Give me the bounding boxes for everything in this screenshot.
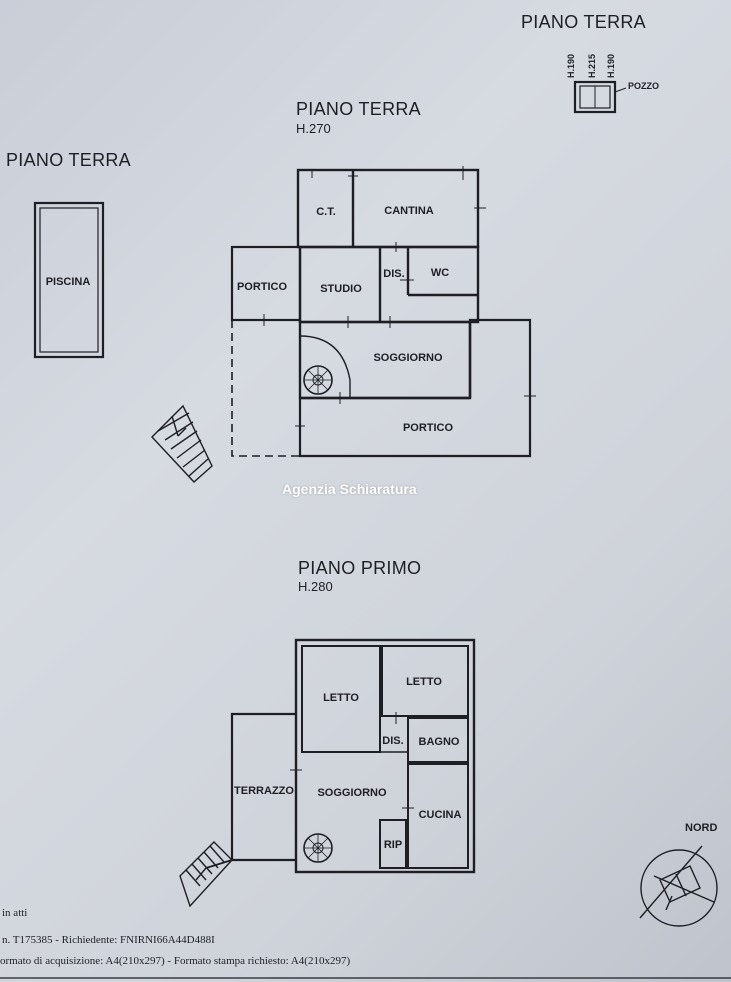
north-arrow-drawing: [639, 845, 718, 927]
room-wc: WC: [430, 267, 450, 279]
room-dis-ground: DIS.: [383, 268, 405, 280]
title-piano-terra-pool: PIANO TERRA: [6, 150, 131, 170]
ground-floor-plan: [230, 166, 536, 458]
well-height-3: H.190: [606, 53, 616, 78]
room-cucina: CUCINA: [418, 809, 462, 821]
pool-label: PISCINA: [45, 276, 91, 288]
room-portico-left: PORTICO: [236, 281, 288, 293]
agency-watermark: Agenzia Schiaratura: [282, 481, 417, 497]
well-drawing: [573, 80, 627, 114]
room-studio: STUDIO: [320, 283, 362, 295]
footer-line-1: in atti: [2, 907, 28, 919]
title-piano-terra-main: PIANO TERRA: [296, 99, 421, 119]
room-ct: C.T.: [316, 206, 336, 218]
height-piano-terra: H.270: [296, 121, 331, 136]
well-height-1: H.190: [566, 53, 576, 78]
height-piano-primo: H.280: [298, 579, 333, 594]
outdoor-stair-ground: [151, 404, 213, 483]
room-terrazzo: TERRAZZO: [234, 785, 294, 797]
well-height-2: H.215: [587, 53, 597, 78]
room-letto-right: LETTO: [406, 676, 442, 688]
room-rip: RIP: [383, 839, 403, 851]
room-soggiorno-ground: SOGGIORNO: [373, 352, 443, 364]
title-piano-primo: PIANO PRIMO: [298, 558, 422, 578]
well-label: POZZO: [628, 81, 659, 91]
footer-line-2: n. T175385 - Richiedente: FNIRNI66A44D48…: [2, 934, 215, 946]
north-label: NORD: [685, 822, 718, 834]
room-portico-bottom: PORTICO: [402, 422, 454, 434]
room-bagno: BAGNO: [418, 736, 460, 748]
pool-drawing: [33, 201, 105, 359]
outdoor-stair-first: [179, 841, 233, 908]
title-piano-terra-well: PIANO TERRA: [521, 12, 646, 32]
room-letto-left: LETTO: [323, 692, 359, 704]
footer-line-3: ormato di acquisizione: A4(210x297) - Fo…: [0, 955, 351, 967]
room-dis-first: DIS.: [382, 735, 404, 747]
room-soggiorno-first: SOGGIORNO: [317, 787, 387, 799]
first-floor-plan: [205, 638, 476, 874]
room-cantina: CANTINA: [384, 205, 434, 217]
